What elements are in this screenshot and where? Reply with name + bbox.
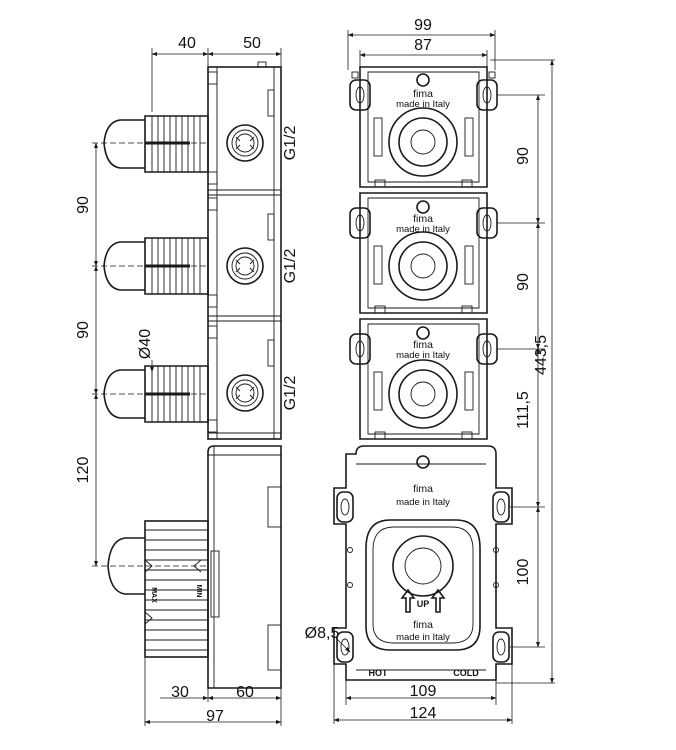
knob-min-label: MIN xyxy=(195,585,202,598)
dim-front-90-a: 90 xyxy=(515,147,532,165)
front-right-dimension: 90 90 111,5 100 443,5 xyxy=(490,59,555,684)
knob-max-label: MAX xyxy=(150,587,157,603)
dim-front-90-b: 90 xyxy=(515,273,532,291)
front-bottom-module: fima made in Italy UP fima made in Italy… xyxy=(333,445,513,681)
dim-side-90-b: 90 xyxy=(75,321,92,339)
knob-1 xyxy=(103,115,209,173)
hot-label: HOT xyxy=(369,668,389,678)
outlet-1: G1/2 xyxy=(226,124,299,162)
dim-front-111-5: 111,5 xyxy=(515,391,532,429)
front-hole-dimension: Ø8,5 xyxy=(305,625,351,653)
front-module-1: fima made in Italy xyxy=(349,66,498,188)
front-view: 99 87 fima made in Italy xyxy=(305,17,555,724)
dim-side-60: 60 xyxy=(236,684,254,701)
front-top-dimension: 99 87 xyxy=(347,17,496,80)
side-top-dimension: 40 50 xyxy=(151,35,282,112)
dim-front-87: 87 xyxy=(414,37,432,54)
dim-side-97: 97 xyxy=(206,708,224,725)
dim-front-109: 109 xyxy=(410,683,437,700)
bottom-module-up-label: UP xyxy=(417,599,430,609)
side-bottom-dimension: 30 60 97 xyxy=(144,657,282,726)
module-2-origin: made in Italy xyxy=(396,224,450,235)
module-3-origin: made in Italy xyxy=(396,350,450,361)
front-module-3: fima made in Italy xyxy=(349,318,498,440)
cold-label: COLD xyxy=(453,668,479,678)
module-1-brand: fima xyxy=(413,88,433,100)
outlet-2: G1/2 xyxy=(226,247,299,285)
bottom-module-origin-top: made in Italy xyxy=(396,497,450,508)
module-2-brand: fima xyxy=(413,213,433,225)
module-3-brand: fima xyxy=(413,339,433,351)
thread-label-3: G1/2 xyxy=(282,376,299,411)
outlet-3: G1/2 xyxy=(226,374,299,412)
dim-front-100: 100 xyxy=(515,559,532,586)
side-view: 40 50 xyxy=(75,35,299,726)
side-centerlines xyxy=(92,142,208,567)
thread-label-2: G1/2 xyxy=(282,249,299,284)
bottom-module-origin-bottom: made in Italy xyxy=(396,632,450,643)
side-left-dimension: 90 90 120 xyxy=(75,142,98,567)
dim-front-443-5: 443,5 xyxy=(533,335,550,375)
dim-diameter-40: Ø40 xyxy=(137,329,154,359)
dim-side-120: 120 xyxy=(75,457,92,484)
dim-front-99: 99 xyxy=(414,17,432,34)
thread-label-1: G1/2 xyxy=(282,126,299,161)
side-diameter: Ø40 xyxy=(137,329,154,373)
front-module-2: fima made in Italy xyxy=(349,192,498,314)
bottom-module-brand-bottom: fima xyxy=(413,619,433,631)
dim-side-40: 40 xyxy=(178,35,196,52)
dim-side-30: 30 xyxy=(171,684,189,701)
front-bottom-dimension: 109 124 xyxy=(333,664,513,724)
thermostatic-knob: MAX MIN xyxy=(107,520,209,658)
dim-front-124: 124 xyxy=(410,705,437,722)
dim-side-90-a: 90 xyxy=(75,196,92,214)
bottom-module-brand-top: fima xyxy=(413,483,433,495)
dim-hole-8-5: Ø8,5 xyxy=(305,625,340,642)
dim-side-50: 50 xyxy=(243,35,261,52)
module-1-origin: made in Italy xyxy=(396,99,450,110)
